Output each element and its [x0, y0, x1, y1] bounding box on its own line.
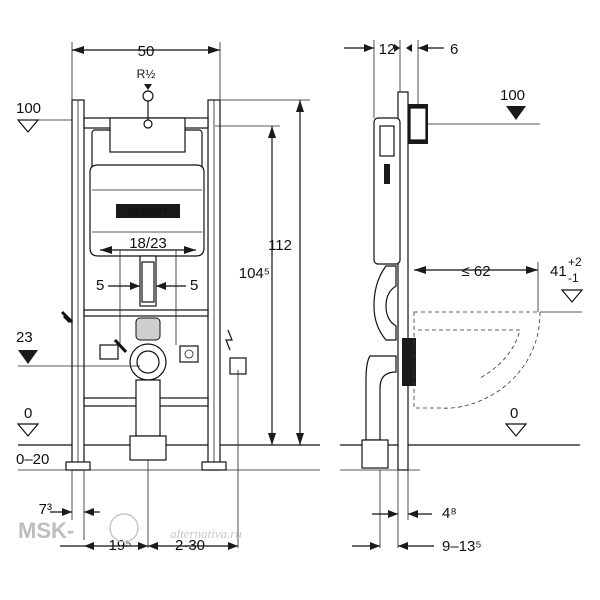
dim-18-23-arrow-left	[100, 246, 112, 254]
front-level-23-marker	[18, 350, 38, 364]
break-symbol	[225, 329, 233, 351]
side-flush-bend	[373, 265, 397, 341]
front-floor-range-label: 0–20	[16, 451, 49, 468]
dim-6-label: 6	[450, 41, 458, 58]
side-level-0-label: 0	[510, 405, 518, 422]
left-bolt-plate	[99, 344, 119, 360]
dim-104-arrow-top	[268, 126, 276, 138]
outlet-elbow	[129, 435, 167, 461]
left-foot	[65, 461, 91, 471]
dim-7-arrow	[62, 508, 72, 516]
dim-19-arrow-left	[84, 542, 94, 550]
dim-18-23-arrow-right	[184, 246, 196, 254]
dim-41-tol-lower: -1	[568, 271, 579, 285]
dim-7-label: 7³	[39, 501, 52, 518]
dim-offset-right-label: 5	[190, 277, 198, 294]
front-level-100-label: 100	[16, 100, 41, 117]
dim-62-arrow-right	[526, 266, 538, 274]
right-foot	[201, 461, 227, 471]
dim-50-arrow-left	[72, 46, 84, 54]
dim-112-arrow-bottom	[296, 433, 304, 445]
dim-4-arrow-left	[388, 510, 398, 518]
front-level-100-marker	[16, 119, 40, 133]
brand-plate	[116, 204, 180, 218]
side-level-100-label: 100	[500, 87, 525, 104]
cistern: GEBERIT	[89, 117, 205, 257]
hatch-left-arrow	[60, 310, 74, 324]
dim-12-arrow-right	[394, 44, 400, 52]
side-wall-plate-inner	[409, 107, 427, 141]
frame-posts	[65, 99, 227, 471]
outlet-pipe	[135, 379, 161, 437]
dim-30-arrow-right	[228, 542, 238, 550]
front-level-0-label: 0	[24, 405, 32, 422]
front-view: GEBERIT 50	[16, 42, 320, 554]
right-bolt-plate	[179, 345, 199, 363]
dim-104-label: 104⁵	[239, 265, 270, 282]
thread-label: R½	[137, 67, 156, 81]
dim-9-arrow-left	[370, 542, 380, 550]
side-outlet-bend	[365, 355, 397, 441]
brand-text: GEBERIT	[128, 207, 169, 217]
dim-41-label: 41	[550, 263, 567, 280]
dim-50-arrow-right	[208, 46, 220, 54]
dim-offset-left-label: 5	[96, 277, 104, 294]
middle-cross-bar	[83, 309, 209, 317]
side-level-0-marker	[504, 423, 528, 437]
flush-bend	[135, 317, 161, 341]
dim-30-label: 2·30	[175, 537, 205, 554]
dim-50-label: 50	[138, 43, 155, 60]
center-flush-guide	[141, 261, 155, 303]
water-inlet	[142, 90, 154, 129]
watermark-logo-circle	[109, 513, 139, 543]
dim-12-label: 12	[379, 41, 396, 58]
dim-18-23-label: 18/23	[129, 235, 167, 252]
dim-4-arrow-right	[408, 510, 418, 518]
right-bolt-hole	[184, 349, 194, 359]
dim-104-arrow-bottom	[268, 433, 276, 445]
dim-4-label: 4⁸	[442, 505, 457, 522]
dim-41-tol-upper: +2	[568, 255, 582, 269]
dim-7-arrow-right	[84, 508, 94, 516]
side-level-100-marker	[506, 106, 526, 120]
thread-arrow	[144, 84, 152, 90]
inlet-fitting	[142, 90, 154, 102]
dim-12-arrow-left	[364, 44, 374, 52]
toilet-bowl-outline	[413, 311, 541, 409]
hatch-bolt-left	[113, 338, 128, 354]
dim-30-arrow-left	[148, 542, 158, 550]
watermark-left-text: MSK-	[18, 518, 74, 543]
dim-9-arrow-right	[398, 542, 408, 550]
side-post	[397, 91, 409, 471]
outlet-inner	[136, 350, 160, 374]
dim-9-label: 9–13⁵	[442, 538, 482, 555]
dim-6-arrow-right	[418, 44, 428, 52]
watermark: MSK- alternativa.ru	[18, 513, 242, 543]
front-level-0-marker	[16, 423, 40, 437]
dim-offset-right-arrow	[156, 282, 166, 290]
dim-112-label: 112	[268, 237, 292, 254]
dim-offset-left-arrow	[130, 282, 140, 290]
side-cistern-valve	[379, 125, 395, 157]
inlet-valve	[143, 119, 153, 129]
dim-19-arrow-right	[138, 542, 148, 550]
side-cistern-clamp	[384, 164, 390, 184]
dim-41-marker	[560, 289, 584, 303]
front-level-23-label: 23	[16, 329, 33, 346]
side-threaded-rod	[402, 338, 416, 386]
dim-6-arrow	[406, 44, 412, 52]
dim-62-label: ≤ 62	[461, 263, 490, 280]
side-outlet-foot	[361, 439, 389, 469]
side-view: 12 6 100 ≤ 62 41 +2 -1 0 4⁸	[340, 40, 584, 555]
toilet-bowl-inner	[418, 329, 521, 379]
dim-62-arrow-left	[414, 266, 426, 274]
dim-112-arrow-top	[296, 100, 304, 112]
watermark-right-text: alternativa.ru	[170, 526, 242, 541]
dim-19-label: 19⁵	[109, 537, 132, 554]
